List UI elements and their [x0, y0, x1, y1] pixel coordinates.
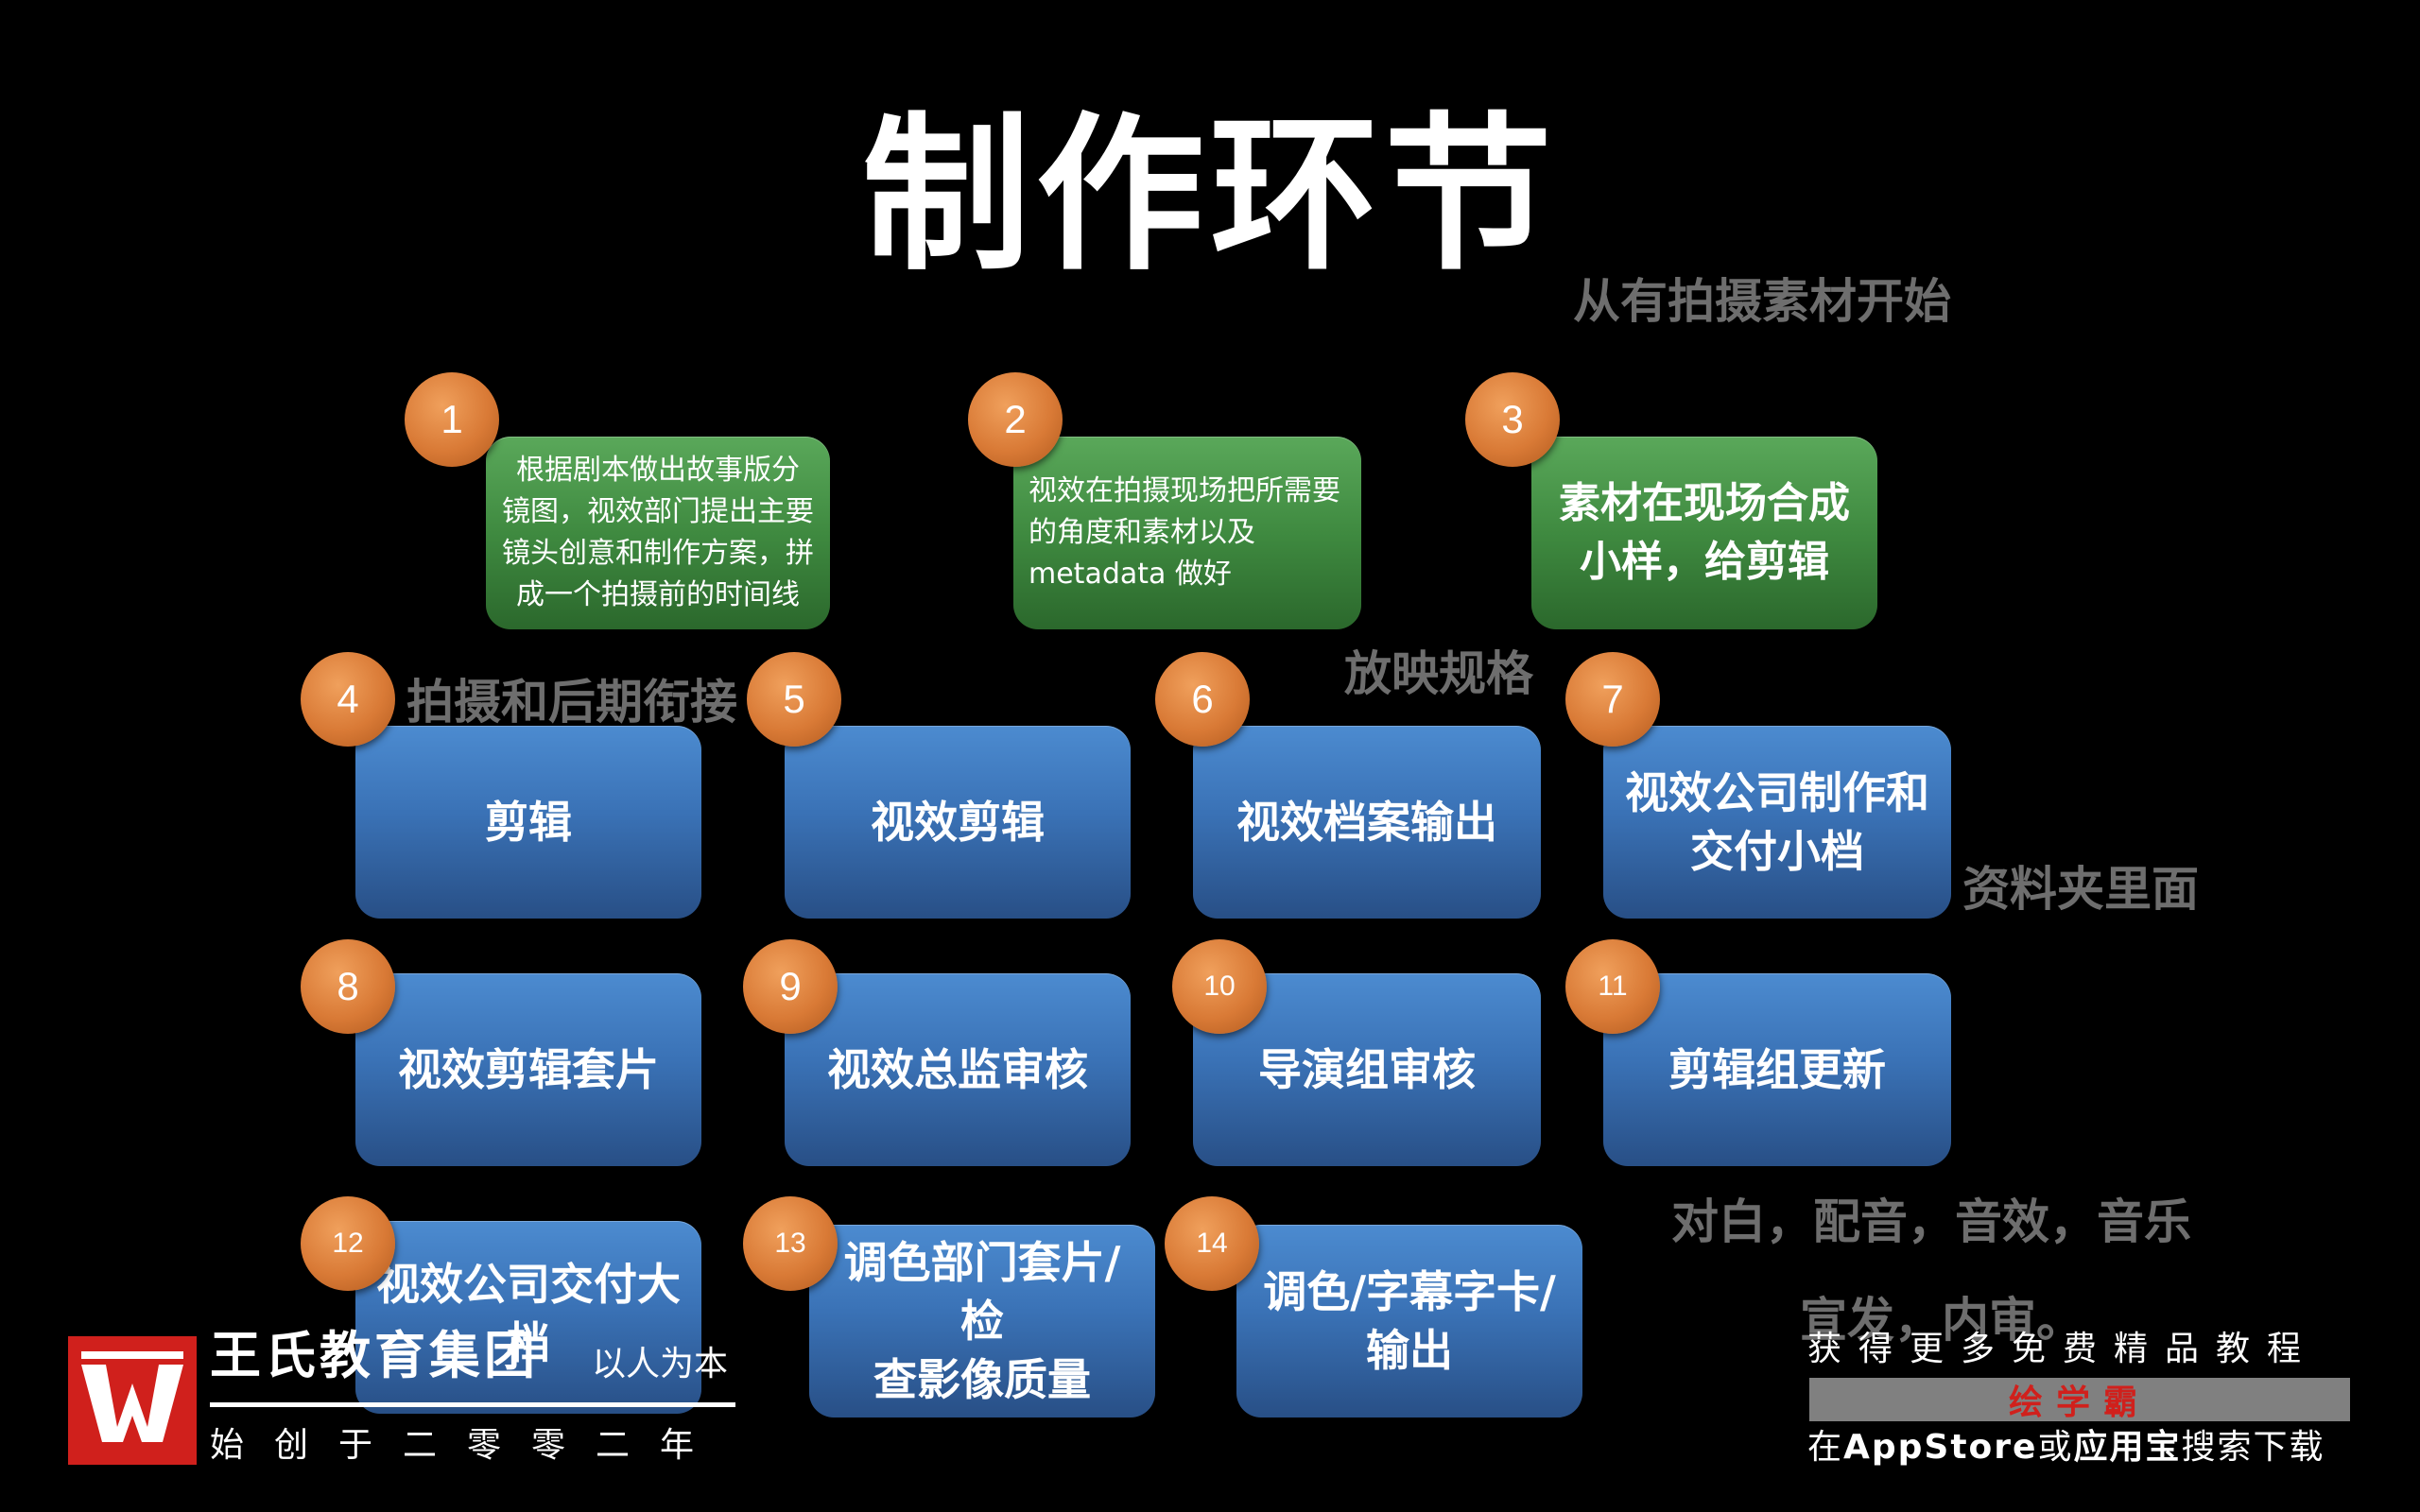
step-badge-2: 2 — [968, 372, 1063, 467]
logo-since: 始创于二零零二年 — [210, 1426, 725, 1465]
step-1-line-2: 镜图，视效部门提出主要 — [502, 495, 814, 528]
step-box-11[interactable]: 剪辑组更新 — [1603, 973, 1951, 1166]
step-3-line-1: 素材在现场合成 — [1559, 479, 1850, 527]
promo-app: 应用宝 — [2073, 1428, 2182, 1467]
note-link: 拍摄和后期衔接 — [406, 675, 737, 730]
step-10-label: 导演组审核 — [1258, 1044, 1476, 1095]
step-badge-9: 9 — [743, 939, 838, 1034]
step-badge-12: 12 — [301, 1196, 395, 1291]
step-badge-4: 4 — [301, 652, 395, 747]
promo-appstore: AppStore — [1843, 1428, 2038, 1467]
step-box-13[interactable]: 调色部门套片/检 查影像质量 — [809, 1225, 1155, 1418]
step-13-line-1: 调色部门套片/检 — [843, 1237, 1121, 1347]
step-4-label: 剪辑 — [485, 797, 572, 848]
step-badge-1: 1 — [405, 372, 499, 467]
promo-download-line: 在AppStore或应用宝搜索下载 — [1807, 1431, 2325, 1465]
step-8-label: 视效剪辑套片 — [398, 1044, 659, 1095]
note-audio: 对白，配音，音效，音乐 — [1671, 1194, 2191, 1249]
note-start: 从有拍摄素材开始 — [1573, 274, 1951, 329]
step-2-line-3: metadata 做好 — [1028, 558, 1232, 591]
logo-w-icon — [68, 1336, 197, 1465]
step-14-line-1: 调色/字幕字卡/ — [1263, 1266, 1556, 1317]
note-release: 宣发，内审。 — [1800, 1293, 2083, 1348]
step-badge-14: 14 — [1165, 1196, 1259, 1291]
logo-divider — [210, 1402, 735, 1407]
step-box-14[interactable]: 调色/字幕字卡/ 输出 — [1236, 1225, 1582, 1418]
promo-headline: 获得更多免费精品教程 — [1807, 1330, 2319, 1368]
step-12-line-2: 档 — [507, 1317, 550, 1368]
step-1-line-1: 根据剧本做出故事版分 — [516, 454, 800, 487]
step-5-label: 视效剪辑 — [871, 797, 1045, 848]
step-13-line-2: 查影像质量 — [873, 1354, 1091, 1405]
step-box-3[interactable]: 素材在现场合成 小样，给剪辑 — [1531, 437, 1877, 629]
step-badge-10: 10 — [1172, 939, 1267, 1034]
step-box-12[interactable]: 视效公司交付大 档 — [355, 1221, 701, 1414]
promo-brand-bar[interactable]: 绘学霸 — [1809, 1378, 2350, 1422]
step-badge-3: 3 — [1465, 372, 1560, 467]
step-12-line-1: 视效公司交付大 — [376, 1259, 681, 1310]
step-7-line-2: 交付小档 — [1690, 826, 1864, 877]
promo-brand: 绘学霸 — [2008, 1383, 2151, 1422]
step-box-2[interactable]: 视效在拍摄现场把所需要 的角度和素材以及 metadata 做好 — [1013, 437, 1361, 629]
step-box-9[interactable]: 视效总监审核 — [785, 973, 1131, 1166]
step-badge-11: 11 — [1565, 939, 1660, 1034]
step-box-8[interactable]: 视效剪辑套片 — [355, 973, 701, 1166]
logo-slogan: 以人为本 — [592, 1345, 729, 1383]
step-box-7[interactable]: 视效公司制作和 交付小档 — [1603, 726, 1951, 919]
step-badge-7: 7 — [1565, 652, 1660, 747]
step-11-label: 剪辑组更新 — [1668, 1044, 1886, 1095]
promo-pre: 在 — [1807, 1428, 1844, 1467]
step-6-label: 视效档案输出 — [1236, 797, 1497, 848]
step-7-line-1: 视效公司制作和 — [1625, 767, 1929, 818]
step-badge-6: 6 — [1155, 652, 1250, 747]
step-badge-8: 8 — [301, 939, 395, 1034]
step-box-6[interactable]: 视效档案输出 — [1193, 726, 1541, 919]
step-1-line-3: 镜头创意和制作方案，拼 — [502, 537, 814, 570]
step-box-4[interactable]: 剪辑 — [355, 726, 701, 919]
step-9-label: 视效总监审核 — [827, 1044, 1088, 1095]
step-1-line-4: 成一个拍摄前的时间线 — [516, 578, 800, 611]
slide-title: 制作环节 — [862, 97, 1558, 293]
note-folder: 资料夹里面 — [1962, 862, 2199, 917]
step-14-line-2: 输出 — [1365, 1325, 1453, 1376]
note-spec: 放映规格 — [1344, 646, 1533, 701]
step-badge-13: 13 — [743, 1196, 838, 1291]
step-2-line-2: 的角度和素材以及 — [1028, 516, 1255, 549]
step-2-line-1: 视效在拍摄现场把所需要 — [1028, 474, 1340, 507]
step-box-5[interactable]: 视效剪辑 — [785, 726, 1131, 919]
promo-mid: 或 — [2037, 1428, 2074, 1467]
step-box-1[interactable]: 根据剧本做出故事版分 镜图，视效部门提出主要 镜头创意和制作方案，拼 成一个拍摄… — [486, 437, 830, 629]
step-3-line-2: 小样，给剪辑 — [1580, 538, 1829, 586]
promo-post: 搜索下载 — [2181, 1428, 2325, 1467]
step-badge-5: 5 — [747, 652, 841, 747]
logo-company-name: 王氏教育集团 — [210, 1326, 539, 1385]
